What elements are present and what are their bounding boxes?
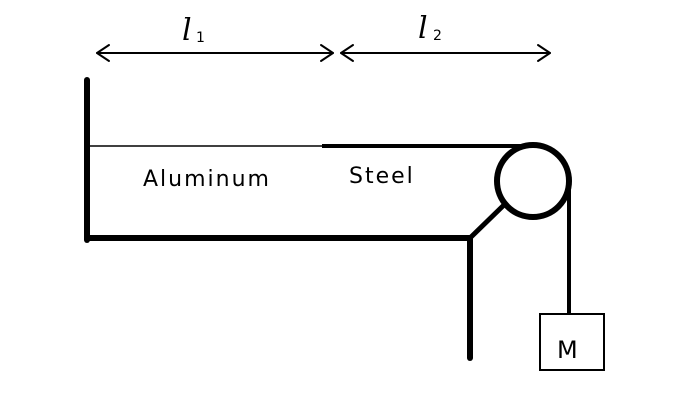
length-l2-label: l (418, 11, 428, 46)
pulley (494, 142, 572, 220)
length-l1-label: l (182, 13, 192, 48)
mass-label: M (557, 336, 578, 364)
pulley-support (467, 200, 509, 241)
length-l1-subscript: 1 (196, 30, 205, 46)
steel-label: Steel (349, 164, 415, 189)
mass-block (539, 313, 605, 371)
aluminum-label: Aluminum (143, 167, 271, 192)
dimension-arrow-l2 (340, 44, 551, 62)
length-l2-subscript: 2 (433, 28, 442, 44)
dimension-arrow-l1 (96, 44, 334, 62)
